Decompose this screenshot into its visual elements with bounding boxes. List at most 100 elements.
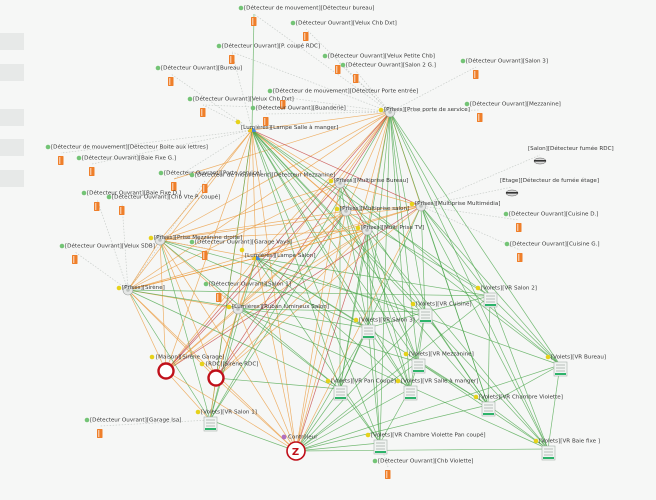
network-node[interactable]: [Détecteur Ouvrant][Garage Isa] [84,417,182,439]
sidebar-tab[interactable] [0,139,24,156]
network-link [209,210,347,421]
network-node[interactable]: [Volets][VR Mezzanine] [403,352,474,374]
node-label: [Détecteur de mouvement][Détecteur Boite… [51,144,208,151]
network-link [127,289,211,421]
network-node[interactable]: [Volets][VR Salle à manger] [395,378,479,401]
network-node[interactable]: [Détecteur Ouvrant][Baie Fixe D.] [81,190,181,212]
network-node[interactable]: [Détecteur de mouvement][Détecteur Mezza… [189,172,336,194]
node-status-dot [545,354,551,360]
node-label: [Lumières][Lampe Salle à manger] [241,124,338,131]
network-node[interactable]: [Détecteur Ouvrant][Velux Petite Chb] [322,53,435,75]
network-node[interactable]: [Volets][VR Chambre Violette] [473,395,563,417]
network-node[interactable]: [Détecteur de mouvement][Détecteur Boite… [45,144,208,166]
network-link [127,289,167,372]
sidebar-tab[interactable] [0,109,24,126]
network-node[interactable]: [Détecteur Ouvrant][Salon 1] [203,281,291,303]
roller-shutter-icon [483,292,498,308]
network-link [389,111,561,366]
network-node[interactable]: [Volets][VR Baie fixe ] [533,438,600,461]
zwave-controller-node[interactable]: Z Contrôleur [281,434,319,461]
network-node[interactable]: [Détecteur Ouvrant][Velux Chb Dxt] [187,96,294,118]
door-sensor-icon [229,55,235,64]
network-link [366,229,369,329]
network-link [127,289,369,329]
network-node[interactable]: [Volets][VR Pan Coupé] [325,378,396,401]
network-node[interactable]: [Lumières][Ruban lumineux Salon] [226,303,329,315]
network-node[interactable]: [Détecteur Ouvrant][Velux Chb Dxt] [290,20,397,42]
network-node[interactable]: [Volets][VR Salon 1] [195,409,257,432]
network-link [489,295,561,366]
network-node[interactable]: [Salon][Détecteur fumée RDC] [528,145,614,165]
network-link [389,66,477,113]
node-status-dot [267,88,273,94]
roller-shutter-icon [373,439,388,455]
network-node[interactable]: [Volets][VR Salon 3] [353,318,415,340]
node-status-dot [45,144,51,150]
network-link [237,308,549,450]
network-link [295,327,369,452]
network-link [366,229,549,450]
network-node[interactable]: [Lumières][Lampe Salon] [239,247,316,260]
network-node[interactable]: [Détecteur Ouvrant][Cuisine G.] [504,241,600,263]
node-label: [Détecteur Ouvrant][Cuisine G.] [510,241,600,248]
sidebar-tab[interactable] [0,64,24,81]
network-node[interactable]: [Détecteur Ouvrant][P. coupé RDC] [216,43,320,65]
network-node[interactable]: [Détecteur Ouvrant][Chb Vte P. coupé] [106,194,221,216]
sidebar-tab[interactable] [0,33,24,50]
network-link [127,289,491,297]
node-label: [Détecteur Ouvrant][Salon 2 G.] [346,62,436,69]
network-node[interactable]: [Détecteur Ouvrant][Chb Violette] [372,458,474,480]
network-node[interactable]: [Détecteur Ouvrant][Mezzanine] [464,101,561,123]
node-status-dot [158,170,164,176]
node-status-dot [195,409,201,415]
network-link [251,13,255,131]
network-node[interactable]: [Détecteur Ouvrant][Baie Fixe G.] [76,155,176,177]
network-node[interactable]: [Prises][Multiprise Multimédia] [409,200,501,212]
network-link [165,210,347,372]
network-node[interactable]: [Détecteur Ouvrant][Cuisine D.] [503,211,599,233]
network-node[interactable]: [Maison][Sirène Garage] [149,354,225,380]
network-node[interactable]: [Prises][Sirène] [116,284,165,296]
network-node[interactable]: [Détecteur de mouvement][Détecteur Porte… [267,88,419,110]
network-link [159,239,211,421]
roller-shutter-icon [553,361,568,377]
shutter-level-bar [483,413,494,415]
network-link [409,311,426,390]
node-status-dot [533,438,539,444]
network-node[interactable]: [Prises][Prise porte de service] [378,106,470,118]
network-link [237,111,391,310]
network-node[interactable]: [Détecteur Ouvrant][Porte service] [158,170,262,192]
network-node[interactable]: [Prises][Multiprise Bureau] [328,177,409,189]
network-link [215,210,347,379]
network-node[interactable]: [Lumières][Lampe Salle à manger] [235,119,339,132]
door-icon-highlight [169,78,171,85]
network-node[interactable]: [Etage][Détecteur de fumée étage] [500,177,599,197]
network-node[interactable]: [Détecteur Ouvrant][Salon 2 G.] [340,62,436,84]
network-link [255,205,422,259]
door-icon-highlight [95,203,97,210]
network-node[interactable]: [Prises][Multiprise salon] [334,205,410,217]
network-link [251,129,549,450]
network-node[interactable]: [Détecteur Ouvrant][Garage Vaya] [189,239,292,261]
network-node[interactable]: [RDC][Sirène RDC] [199,361,259,387]
network-link [367,327,381,444]
shutter-level-bar [375,451,386,453]
network-node[interactable]: [Volets][VR Cuisine] [410,302,472,324]
network-node[interactable]: [Détecteur Ouvrant][Velux SDB] [59,243,155,265]
door-icon-highlight [518,254,520,261]
network-node[interactable]: [Volets][VR Bureau] [545,354,606,377]
network-node[interactable]: [Détecteur Ouvrant][Bureau] [155,65,242,87]
network-node[interactable]: [Détecteur Ouvrant][Buanderie] [250,105,346,127]
node-label: [Salon][Détecteur fumée RDC] [528,145,614,152]
network-node[interactable]: [Volets][VR Salon 2] [475,285,537,308]
network-node[interactable]: [Prises][Prise Mezzanine droite] [148,234,242,246]
network-node[interactable]: [Détecteur de mouvement][Détecteur burea… [238,5,375,27]
network-node[interactable]: [Détecteur Ouvrant][Salon 3] [460,58,548,80]
sidebar-tab[interactable] [0,170,24,187]
network-node[interactable]: [Prises][Multi Prise TV] [355,224,424,236]
node-status-dot [475,285,481,291]
siren-ring-icon [207,369,225,387]
network-node[interactable]: [Volets][VR Chambre Violette Pan coupé] [365,432,486,455]
door-sensor-icon [385,470,391,479]
